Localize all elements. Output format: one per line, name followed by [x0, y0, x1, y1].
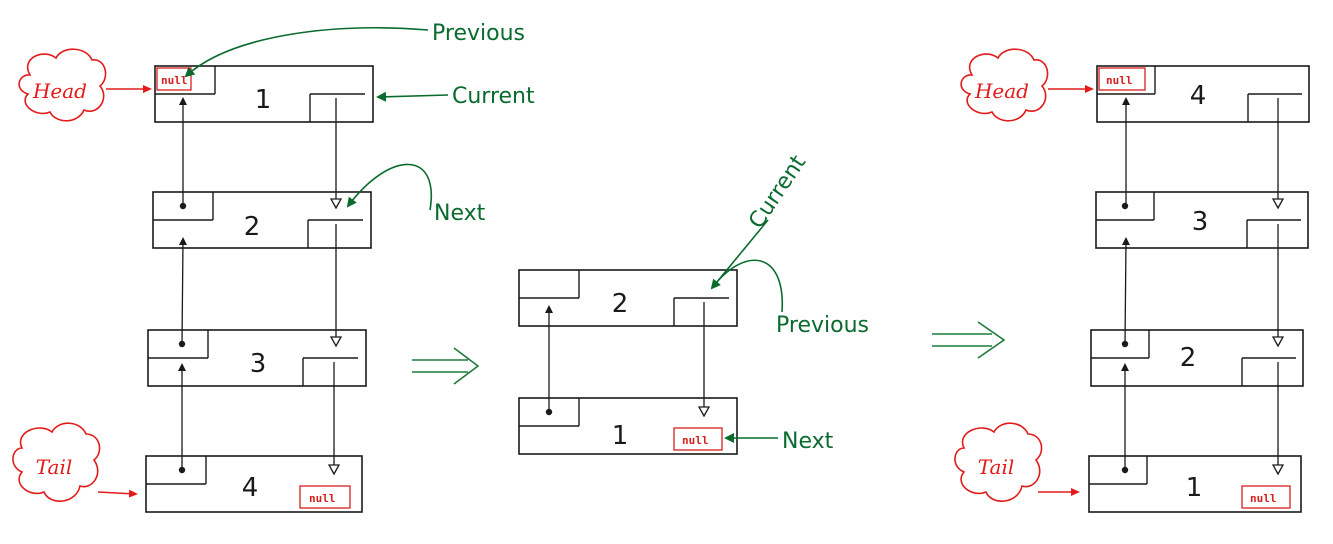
node-value: 1 [612, 421, 629, 451]
node-value: 4 [1190, 81, 1207, 111]
head-label: Head [32, 79, 87, 103]
node-value: 1 [255, 85, 272, 115]
tail-pointer: Tail [12, 422, 138, 502]
node-value: 1 [1186, 473, 1203, 503]
stage-swap-step: 2 null 1 Current Previous Next [518, 151, 869, 455]
stage-original-list: null 1 2 3 [12, 21, 535, 513]
node-next-null: null [309, 492, 336, 505]
annotation-label: Previous [776, 313, 869, 338]
null-marker [1241, 485, 1291, 509]
annotation-label: Next [782, 429, 834, 454]
list-node: 3 [147, 329, 367, 387]
list-node: null 4 [145, 455, 363, 513]
list-node: 2 [152, 191, 372, 249]
annotation-label: Next [434, 201, 486, 226]
list-node: null 4 [1096, 65, 1310, 123]
previous-annotation: Previous [711, 259, 869, 338]
node-value: 2 [244, 212, 261, 242]
previous-annotation: Previous [184, 21, 525, 78]
node-next-null: null [1250, 492, 1277, 505]
node-prev-null: null [1106, 74, 1133, 87]
node-prev-null: null [161, 74, 188, 87]
current-annotation: Current [376, 84, 535, 109]
head-pointer: Head [960, 48, 1094, 122]
list-node: null 1 [1088, 455, 1302, 513]
node-value: 3 [1192, 207, 1209, 237]
tail-cloud [954, 422, 1043, 502]
tail-pointer: Tail [954, 422, 1080, 502]
node-value: 2 [1180, 343, 1197, 373]
head-cloud [960, 48, 1049, 122]
prev-pointer [1121, 237, 1130, 345]
list-node: 2 [518, 269, 738, 327]
list-node: 3 [1095, 191, 1309, 249]
null-marker [156, 67, 192, 91]
tail-cloud [12, 422, 101, 502]
node-next-null: null [682, 434, 709, 447]
annotation-label: Previous [432, 21, 525, 46]
prev-pointer [178, 237, 187, 345]
pointer-dot [1121, 202, 1129, 210]
stage-reversed-list: null 4 3 2 null 1 [954, 48, 1310, 513]
node-value: 2 [612, 289, 629, 319]
head-label: Head [974, 79, 1029, 103]
null-marker [1098, 67, 1146, 91]
null-marker [673, 427, 723, 451]
next-annotation: Next [346, 163, 486, 226]
annotation-label: Current [744, 151, 811, 234]
tail-label: Tail [978, 455, 1015, 479]
head-cloud [18, 48, 107, 122]
null-marker [299, 485, 351, 509]
list-node: 2 [1090, 329, 1304, 387]
transition-arrow [932, 321, 1006, 359]
current-annotation: Current [710, 151, 811, 290]
node-value: 4 [242, 473, 259, 503]
node-value: 3 [250, 349, 267, 379]
list-node: null 1 [154, 65, 374, 123]
annotation-label: Current [452, 84, 535, 109]
next-annotation: Next [724, 429, 834, 454]
tail-label: Tail [36, 455, 73, 479]
head-pointer: Head [18, 48, 152, 122]
list-node: null 1 [518, 397, 738, 455]
transition-arrow [412, 347, 480, 385]
